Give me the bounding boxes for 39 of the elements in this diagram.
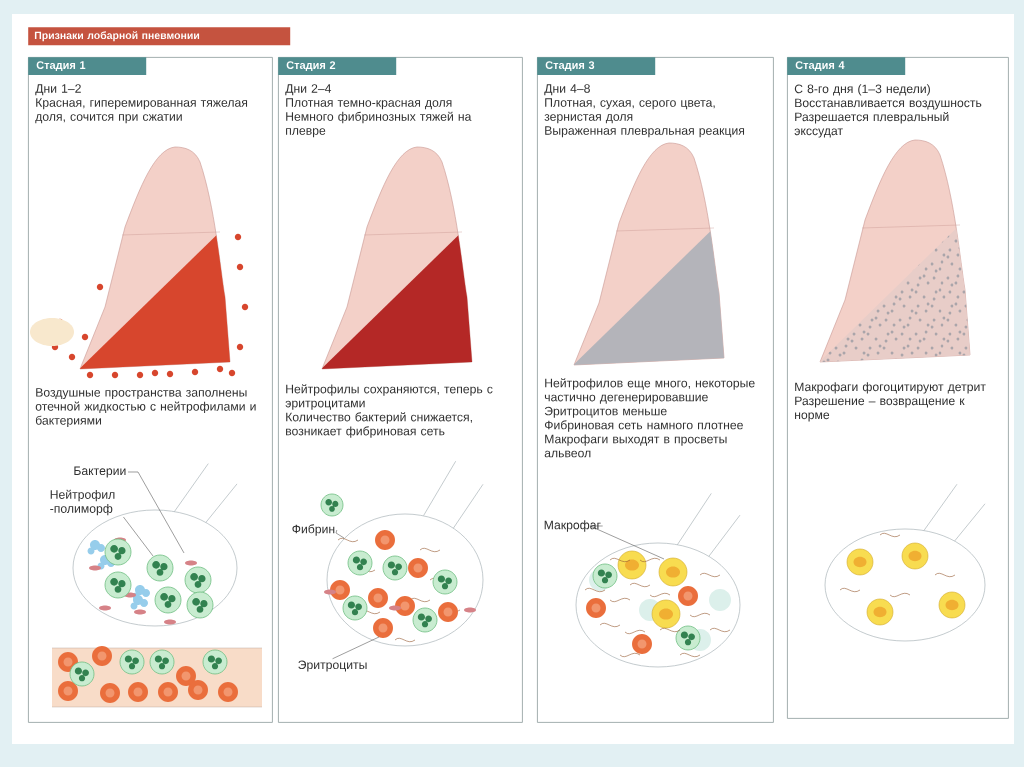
stage-text: Немного фибринозных тяжей на плевре bbox=[286, 111, 472, 138]
stage-text: Красная, гиперемированная тяжелая доля, сочится при сжатии bbox=[35, 98, 248, 124]
leader-line bbox=[123, 516, 154, 557]
leader-line bbox=[332, 636, 380, 659]
stage-text: Разрешение – возвращение к норме bbox=[795, 396, 965, 422]
leader-line bbox=[589, 525, 665, 560]
stage-text: Дни 2–4 bbox=[285, 84, 332, 96]
stage-panel bbox=[537, 57, 774, 723]
stage-text: Макрофаги выходят в просветы альвеол bbox=[544, 434, 727, 458]
stage-text: Фибриновая сеть намного плотнее bbox=[544, 420, 743, 432]
leader-line bbox=[335, 529, 345, 539]
stage-text: Количество бактерий снижается, возникает фибриновая сеть bbox=[286, 412, 472, 438]
stage-text: Макрофаги фогоцитируют детрит bbox=[795, 382, 986, 394]
callout-label: Бактерии bbox=[74, 466, 126, 478]
stage-text: Выраженная плевральная реакция bbox=[545, 126, 745, 138]
stage-tab: Стадия 3 bbox=[537, 57, 656, 76]
stage-tab: Стадия 1 bbox=[28, 57, 147, 76]
stage-text: Восстанавливается воздушность bbox=[795, 98, 982, 110]
stage-tab: Стадия 4 bbox=[787, 57, 906, 76]
stage-text: Плотная темно-красная доля bbox=[286, 98, 452, 110]
title-banner: Признаки лобарной пневмонии bbox=[28, 27, 291, 46]
stage-text: Нейтрофилов еще много, некоторые частично дегенерировавшие bbox=[544, 378, 755, 404]
stage-panel bbox=[787, 57, 1009, 719]
stage-tab: Стадия 2 bbox=[278, 57, 397, 76]
stage-text: Эритроцитов меньше bbox=[544, 406, 667, 418]
callout-label: Нейтрофил -полиморф bbox=[50, 489, 115, 516]
stage-text: Нейтрофилы сохраняются, теперь с эритроцитами bbox=[285, 384, 493, 410]
stage-text: Дни 1–2 bbox=[35, 84, 81, 96]
stage-text: Разрешается плевральный экссудат bbox=[794, 112, 949, 138]
stage-text: С 8-го дня (1–3 недели) bbox=[794, 84, 930, 96]
stage-panel bbox=[28, 57, 273, 723]
stage-text: Плотная, сухая, серого цвета, зернистая доля bbox=[544, 98, 715, 124]
leader-line bbox=[127, 471, 185, 554]
callout-label: Макрофаг bbox=[544, 520, 601, 532]
callout-label: Эритроциты bbox=[298, 660, 367, 672]
stage-text: Дни 4–8 bbox=[544, 84, 590, 96]
stage-text: Воздушные пространства заполнены отечной жидкостью с нейтрофилами и бактериями bbox=[35, 388, 256, 428]
stage-panel bbox=[278, 57, 523, 723]
callout-label: Фибрин bbox=[292, 524, 335, 536]
